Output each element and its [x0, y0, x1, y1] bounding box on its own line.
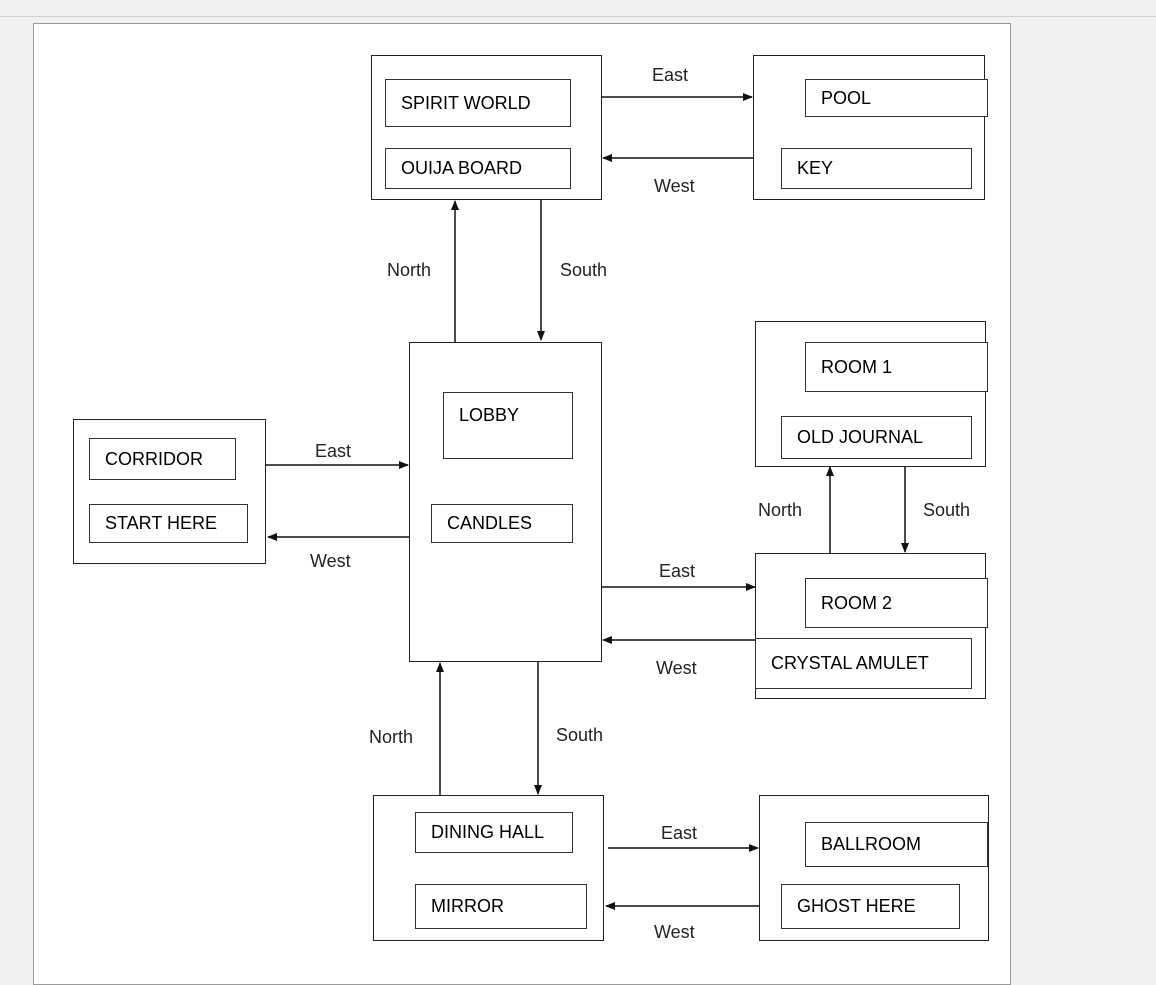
- room-name-ballroom: BALLROOM: [805, 822, 988, 867]
- label-ballroom-dining-west: West: [654, 922, 695, 942]
- label-lobby-spirit-north: North: [387, 260, 432, 280]
- item-mirror: MIRROR: [415, 884, 587, 929]
- room-name-pool: POOL: [805, 79, 988, 117]
- room-name-room2: ROOM 2: [805, 578, 988, 628]
- label-room2-room1-north: North: [758, 500, 803, 520]
- room-name-dining-hall: DINING HALL: [415, 812, 573, 853]
- label-lobby-room2-east: East: [659, 561, 696, 581]
- item-start-here: START HERE: [89, 504, 248, 543]
- item-crystal-amulet: CRYSTAL AMULET: [755, 638, 972, 689]
- label-spirit-pool-east: East: [652, 65, 689, 85]
- item-old-journal: OLD JOURNAL: [781, 416, 972, 459]
- window-top-bar: [0, 0, 1156, 17]
- room-name-spirit-world: SPIRIT WORLD: [385, 79, 571, 127]
- room-name-lobby: LOBBY: [443, 392, 573, 459]
- label-dining-lobby-north: North: [369, 727, 414, 747]
- label-lobby-dining-south: South: [556, 725, 604, 745]
- label-spirit-lobby-south: South: [560, 260, 608, 280]
- room-lobby: [409, 342, 602, 662]
- item-candles: CANDLES: [431, 504, 573, 543]
- item-ouija-board: OUIJA BOARD: [385, 148, 571, 189]
- room-name-corridor: CORRIDOR: [89, 438, 236, 480]
- room-name-room1: ROOM 1: [805, 342, 988, 392]
- label-room1-room2-south: South: [923, 500, 971, 520]
- label-lobby-corridor-west: West: [310, 551, 351, 571]
- item-ghost-here: GHOST HERE: [781, 884, 960, 929]
- label-room2-lobby-west: West: [656, 658, 697, 678]
- item-key: KEY: [781, 148, 972, 189]
- label-dining-ballroom-east: East: [661, 823, 698, 843]
- label-corridor-lobby-east: East: [315, 441, 352, 461]
- label-pool-spirit-west: West: [654, 176, 695, 196]
